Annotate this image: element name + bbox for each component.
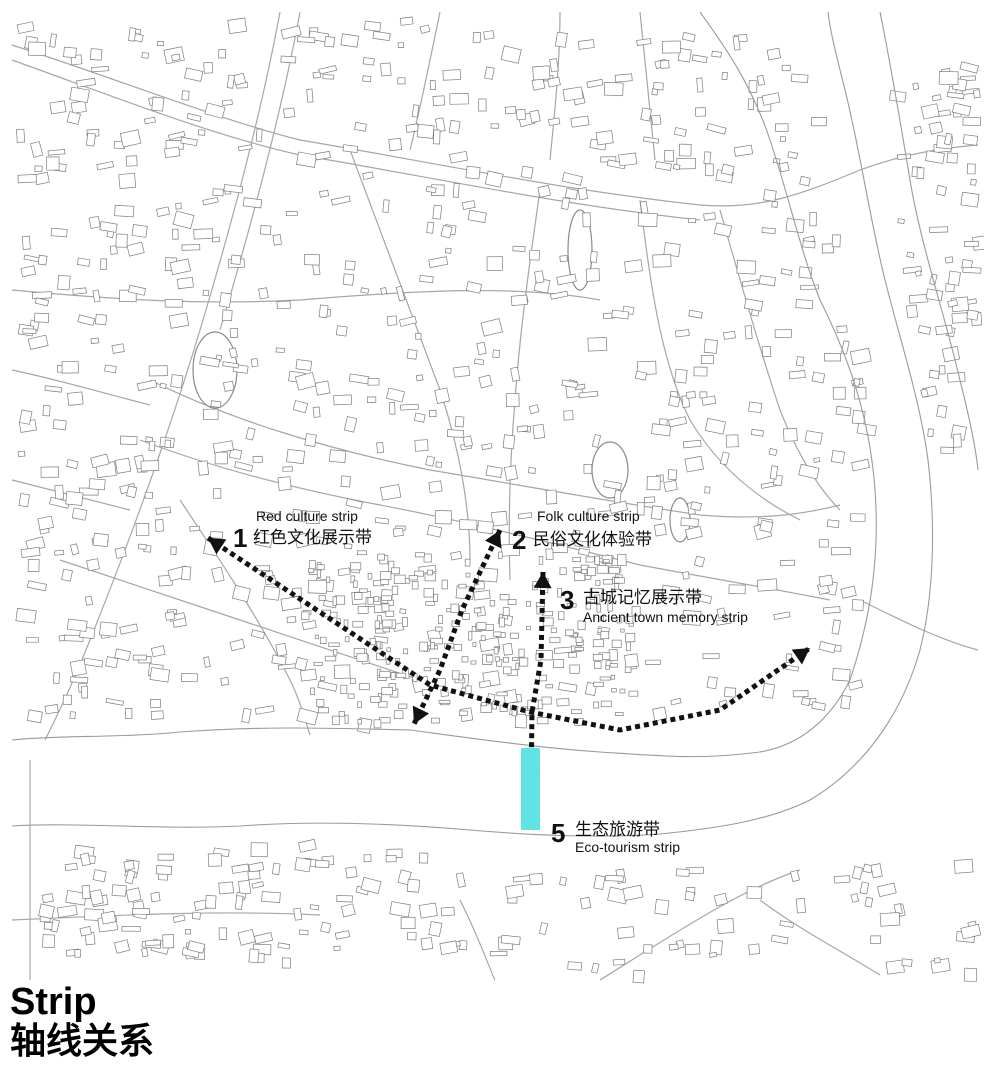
strip-3-number: 3 <box>560 585 575 615</box>
strip-5-name-zh: 生态旅游带 <box>575 820 660 839</box>
road-network <box>11 11 979 981</box>
title-en: Strip <box>10 981 97 1023</box>
strip-1-name-en: Red culture strip <box>256 508 358 524</box>
strip-arrows <box>206 528 812 789</box>
strip-1-name-zh: 红色文化展示带 <box>253 528 372 547</box>
strip-2-name-en: Folk culture strip <box>537 508 640 524</box>
eco-strip-band <box>521 748 540 830</box>
strip-2-number: 2 <box>512 525 527 555</box>
strip-5-name-en: Eco-tourism strip <box>575 839 681 855</box>
strip-3-name-en: Ancient town memory strip <box>583 609 748 625</box>
title-zh: 轴线关系 <box>10 1021 155 1062</box>
strip-3-name-zh: 古城记忆展示带 <box>583 588 702 607</box>
river-banks <box>11 11 979 837</box>
strip-5-number: 5 <box>551 818 566 848</box>
building-footprints <box>15 16 984 984</box>
strip-2-name-zh: 民俗文化体验带 <box>533 530 652 549</box>
strip-1-number: 1 <box>233 523 248 553</box>
